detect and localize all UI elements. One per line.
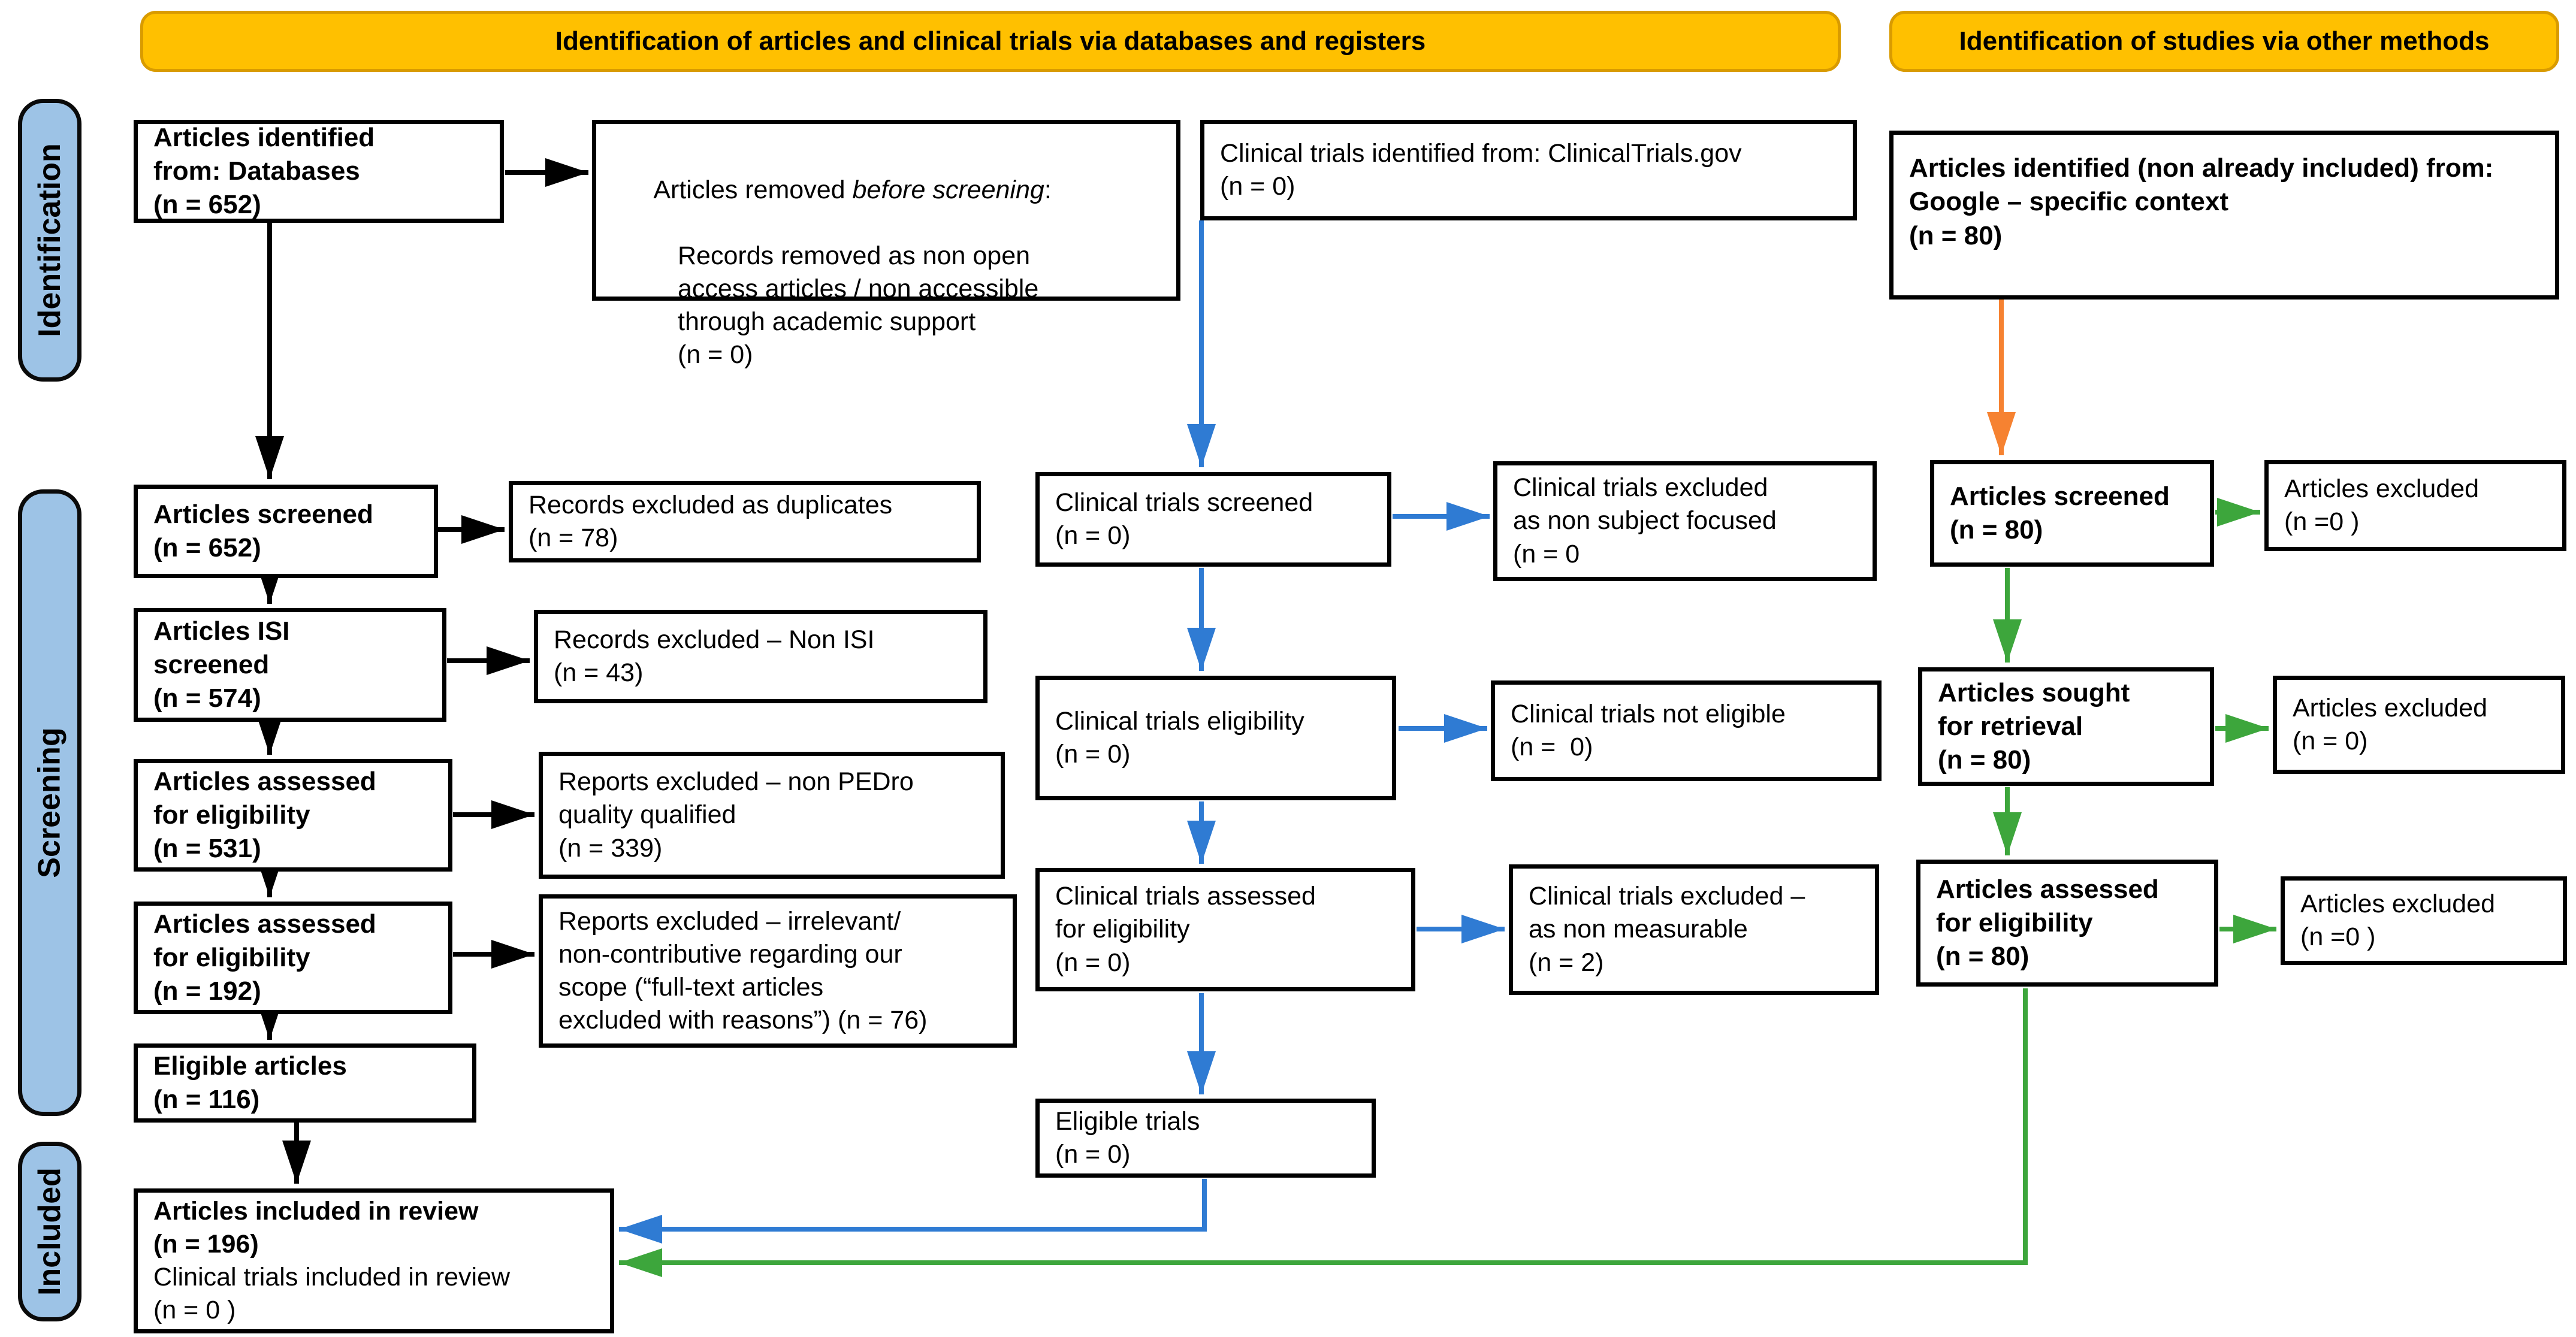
node-articles-assessed-80: Articles assessed for eligibility (n = 8…: [1916, 860, 2218, 987]
node-trials-excluded-non-measurable: Clinical trials excluded – as non measur…: [1509, 864, 1879, 995]
node-text: Records excluded – Non ISI (n = 43): [554, 625, 875, 687]
included-regular-lines: Clinical trials included in review (n = …: [153, 1263, 511, 1325]
removed-body: Records removed as non open access artic…: [678, 241, 1039, 370]
node-trials-not-eligible: Clinical trials not eligible (n = 0): [1491, 680, 1882, 781]
node-text: Articles assessed for eligibility (n = 1…: [153, 909, 376, 1006]
node-articles-assessed-531: Articles assessed for eligibility (n = 5…: [134, 759, 452, 872]
node-articles-screened-80: Articles screened (n = 80): [1930, 460, 2214, 567]
removed-lead-italic: before screening: [852, 176, 1044, 205]
removed-lead-colon: :: [1044, 176, 1052, 205]
node-google-identified: Articles identified (non already include…: [1889, 131, 2559, 300]
node-text: Articles sought for retrieval (n = 80): [1938, 677, 2130, 775]
node-articles-identified-databases: Articles identified from: Databases (n =…: [134, 120, 504, 223]
node-text: Articles ISI screened (n = 574): [153, 616, 290, 713]
node-articles-screened: Articles screened (n = 652): [134, 485, 438, 578]
phase-label-screening: Screening: [32, 727, 68, 878]
node-trials-identified: Clinical trials identified from: Clinica…: [1200, 120, 1857, 220]
node-articles-excluded-1: Articles excluded (n =0 ): [2264, 460, 2566, 551]
node-text: Clinical trials identified from: Clinica…: [1220, 138, 1742, 201]
node-trials-screened: Clinical trials screened (n = 0): [1035, 472, 1391, 567]
node-text: Articles assessed for eligibility (n = 5…: [153, 766, 376, 864]
node-text: Eligible trials (n = 0): [1055, 1106, 1200, 1169]
node-text: Clinical trials excluded – as non measur…: [1529, 882, 1805, 977]
node-text: Clinical trials assessed for eligibility…: [1055, 882, 1316, 977]
node-articles-excluded-3: Articles excluded (n =0 ): [2281, 876, 2567, 965]
node-eligible-trials: Eligible trials (n = 0): [1035, 1099, 1376, 1178]
node-articles-removed-before-screening: Articles removed before screening: Recor…: [592, 120, 1180, 369]
phase-label-identification: Identification: [32, 143, 67, 337]
node-text: Clinical trials not eligible (n = 0): [1511, 699, 1786, 761]
node-text: Articles screened (n = 652): [153, 499, 373, 562]
included-bold-lines: Articles included in review (n = 196): [153, 1196, 479, 1259]
node-trials-assessed: Clinical trials assessed for eligibility…: [1035, 868, 1415, 991]
node-articles-isi-screened: Articles ISI screened (n = 574): [134, 608, 446, 722]
phase-label-included: Included: [32, 1167, 68, 1296]
node-text: Articles identified (non already include…: [1909, 153, 2494, 250]
node-records-excluded-non-isi: Records excluded – Non ISI (n = 43): [534, 610, 987, 703]
node-text: Articles excluded (n = 0): [2293, 693, 2488, 755]
node-included-in-review: Articles included in review (n = 196) Cl…: [134, 1188, 614, 1333]
banner-other-methods-label: Identification of studies via other meth…: [1959, 26, 2490, 56]
node-text: Clinical trials eligibility (n = 0): [1055, 706, 1304, 769]
node-articles-sought-retrieval: Articles sought for retrieval (n = 80): [1918, 667, 2214, 786]
node-text: Reports excluded – irrelevant/ non-contr…: [558, 906, 928, 1035]
node-text: Articles identified from: Databases (n =…: [153, 122, 375, 220]
node-articles-excluded-2: Articles excluded (n = 0): [2273, 676, 2565, 774]
node-articles-assessed-192: Articles assessed for eligibility (n = 1…: [134, 902, 452, 1014]
node-text: Reports excluded – non PEDro quality qua…: [558, 767, 914, 863]
node-reports-excluded-pedro: Reports excluded – non PEDro quality qua…: [539, 752, 1005, 879]
node-text: Eligible articles (n = 116): [153, 1051, 347, 1114]
banner-databases-registers: Identification of articles and clinical …: [140, 11, 1841, 72]
node-text: Clinical trials excluded as non subject …: [1513, 473, 1777, 568]
node-text: Articles screened (n = 80): [1950, 481, 2170, 545]
node-trials-eligibility: Clinical trials eligibility (n = 0): [1035, 676, 1396, 800]
node-text: Articles assessed for eligibility (n = 8…: [1936, 874, 2159, 972]
node-records-excluded-duplicates: Records excluded as duplicates (n = 78): [509, 481, 981, 562]
node-text: Articles excluded (n =0 ): [2284, 474, 2480, 536]
node-text: Clinical trials screened (n = 0): [1055, 488, 1313, 550]
node-trials-excluded-non-subject: Clinical trials excluded as non subject …: [1493, 461, 1877, 581]
node-reports-excluded-irrelevant: Reports excluded – irrelevant/ non-contr…: [539, 894, 1017, 1048]
banner-other-methods: Identification of studies via other meth…: [1889, 11, 2559, 72]
phase-bar-screening: Screening: [18, 489, 81, 1116]
node-text: Articles excluded (n =0 ): [2300, 889, 2496, 951]
phase-bar-identification: Identification: [18, 99, 81, 382]
node-text: Records excluded as duplicates (n = 78): [529, 490, 893, 552]
removed-lead: Articles removed: [653, 176, 853, 205]
banner-databases-label: Identification of articles and clinical …: [555, 26, 1426, 56]
phase-bar-included: Included: [18, 1142, 81, 1321]
node-eligible-articles: Eligible articles (n = 116): [134, 1043, 476, 1123]
